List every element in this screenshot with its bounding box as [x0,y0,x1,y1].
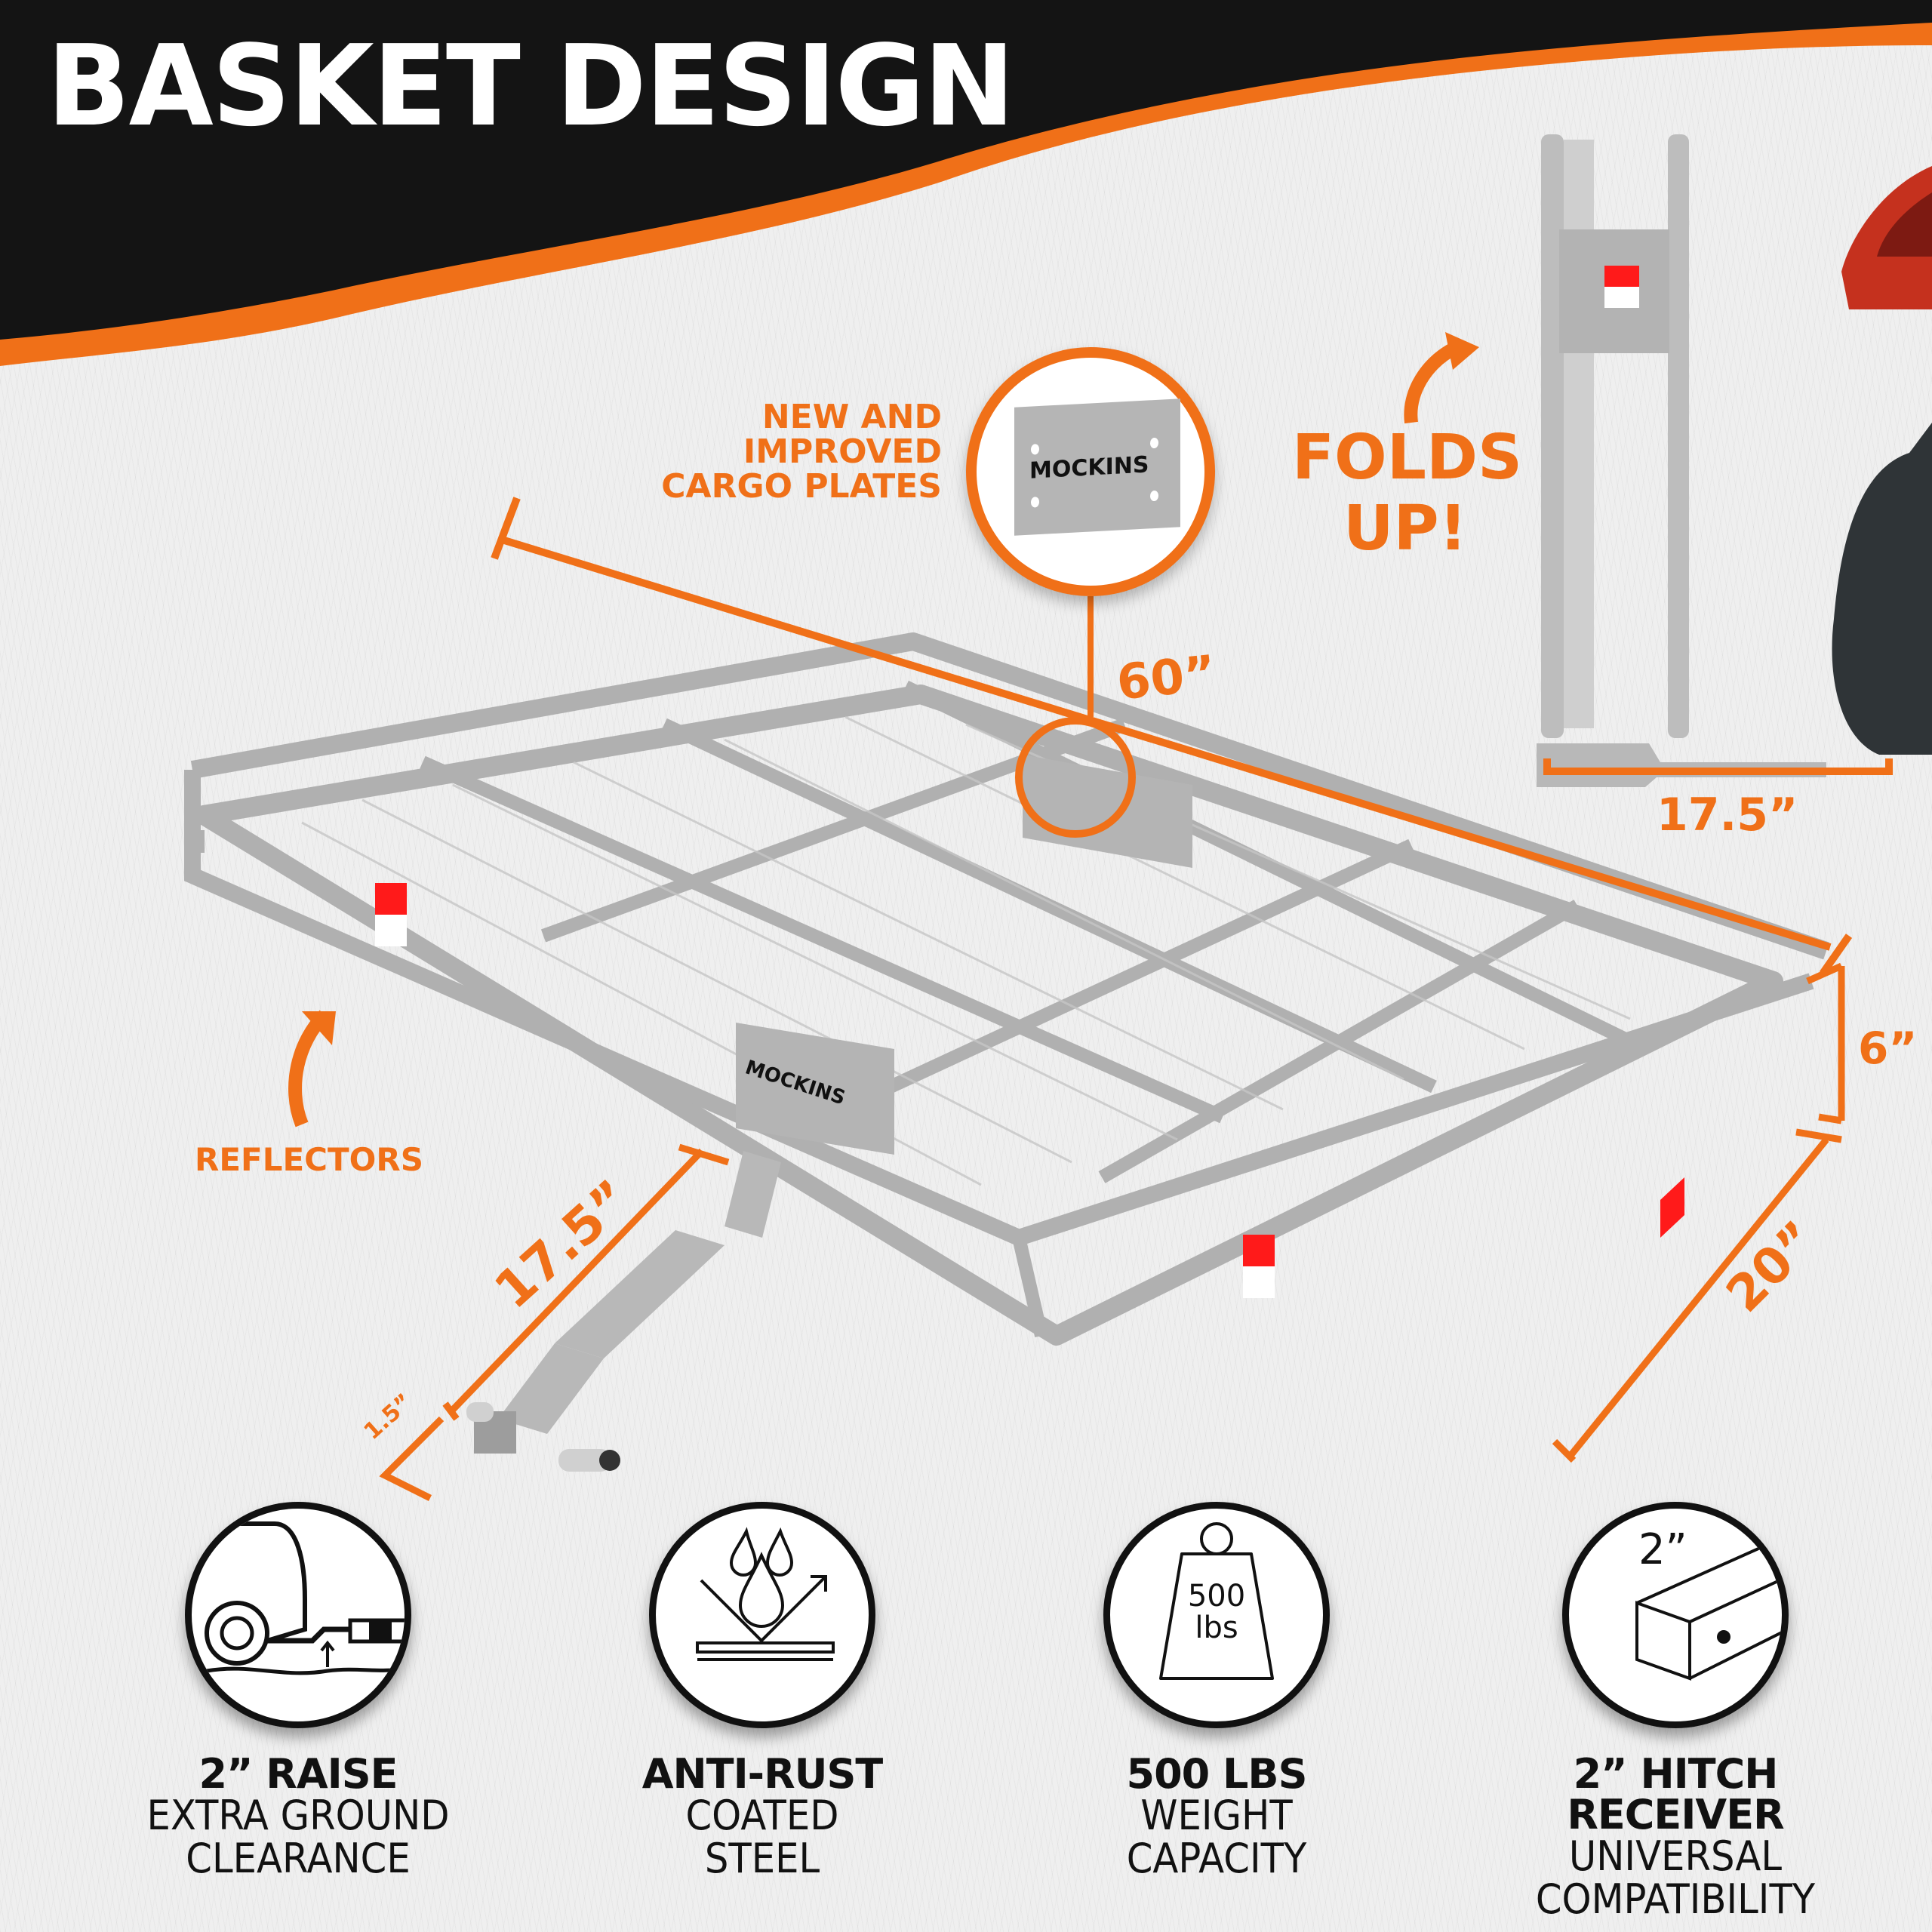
feature-subtitle: COMPATIBILITY [1535,1875,1816,1923]
square-tube-icon: 2” [1562,1502,1789,1728]
weight-icon: 500 lbs [1103,1502,1330,1728]
feature-weight-capacity: 500 lbs 500 LBS WEIGHT CAPACITY [1028,1502,1405,1880]
feature-ground-clearance: 2” RAISE EXTRA GROUND CLEARANCE [109,1502,487,1880]
bolt-hole [1031,444,1039,455]
bolt-hole [1031,497,1039,508]
folds-arrow-icon [1404,340,1460,424]
dimension-shank-line [379,1143,730,1502]
feature-subtitle: CAPACITY [1126,1834,1307,1882]
feature-title: 2” RAISE [198,1750,398,1798]
bolt-hole [1150,490,1158,502]
hitch-shank [466,1151,781,1472]
ground-clearance-icon [185,1502,411,1728]
water-drops-shield-icon [649,1502,875,1728]
callout-line: NEW AND [761,398,942,436]
weight-icon-text: 500 lbs [1110,1580,1323,1644]
dimension-length-label: 60” [1114,645,1219,712]
weight-unit: lbs [1195,1611,1238,1645]
dimension-folded-label: 17.5” [1657,789,1798,841]
reflectors-callout: REFLECTORS [195,1141,423,1178]
feature-subtitle: EXTRA GROUND [146,1792,450,1839]
feature-subtitle: WEIGHT [1140,1792,1293,1839]
feature-subtitle: CLEARANCE [186,1834,411,1882]
dimension-60-line [491,497,1853,976]
bolt-hole [1150,437,1158,449]
cargo-plates-callout: NEW AND IMPROVED CARGO PLATES [640,398,942,506]
feature-subtitle: COATED [685,1792,839,1839]
feature-title: 2” HITCH RECEIVER [1567,1750,1784,1838]
mesh-floor [301,715,1631,1186]
feature-hitch-receiver: 2” 2” HITCH RECEIVER UNIVERSAL COMPATIBI… [1487,1502,1864,1921]
callout-line: CARGO PLATES [661,467,942,506]
feature-anti-rust: ANTI-RUST COATED STEEL [574,1502,951,1880]
header-banner [0,0,1932,366]
hitch-size-label: 2” [1638,1525,1687,1574]
folded-basket [1537,134,1826,787]
reflectors [375,883,1684,1298]
callout-line: UP! [1343,493,1468,565]
page-title: BASKET DESIGN [47,21,1015,151]
brand-logo: MOCKINS [1029,451,1149,485]
feature-subtitle: STEEL [704,1834,820,1882]
dimension-height-label: 6” [1858,1023,1918,1074]
dimension-20-line [1552,1128,1842,1463]
feature-title: 500 LBS [1126,1750,1308,1798]
callout-line: IMPROVED [743,432,942,472]
feature-title: ANTI-RUST [641,1750,883,1798]
weight-value: 500 [1187,1579,1246,1614]
cargo-plate-callout-circle: MOCKINS [966,347,1215,596]
cargo-plate: MOCKINS [1014,398,1180,536]
car-rear [1832,151,1932,755]
folds-up-callout: FOLDS UP! [1292,422,1523,565]
dimension-6-line [1806,962,1845,1124]
feature-subtitle: UNIVERSAL [1568,1832,1783,1880]
callout-line: FOLDS [1292,422,1523,494]
